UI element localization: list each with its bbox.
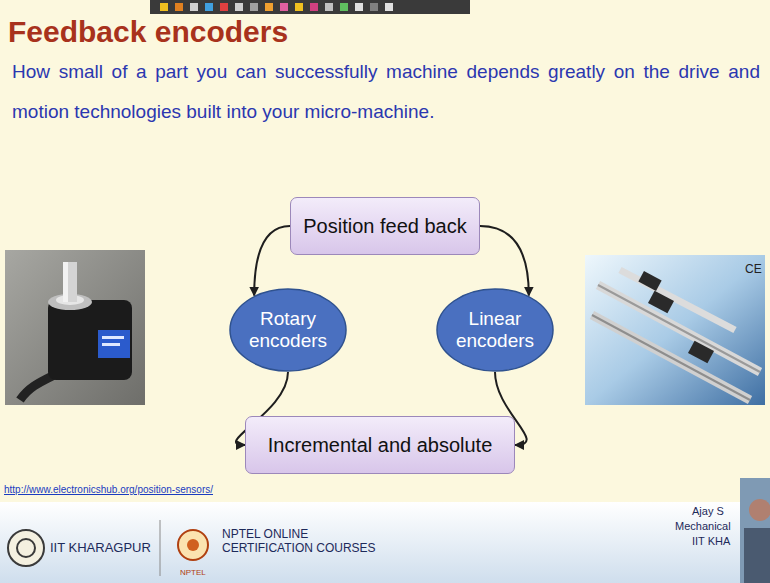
- rotary-encoder-photo-part: [5, 250, 145, 405]
- presenter-inst: IIT KHA: [692, 535, 730, 547]
- toolbar-part: [220, 3, 228, 11]
- body-text: How small of a part you can successfully…: [12, 52, 760, 132]
- linear-encoder-photo-part: [620, 270, 735, 330]
- ellipse-node: Linear encoders: [436, 288, 554, 372]
- toolbar-part: [175, 3, 183, 11]
- rotary-encoder-photo-part: [48, 300, 132, 380]
- toolbar-part: [355, 3, 363, 11]
- presenter-video-part: [749, 499, 770, 521]
- footer-bar-part: [0, 502, 770, 583]
- ellipse-node: Rotary encoders: [229, 288, 347, 372]
- footer-bar-part: [187, 539, 199, 551]
- ce-mark: CE: [745, 262, 762, 276]
- node-text-group: Linear encoders: [455, 308, 536, 352]
- curved-arrow: [254, 226, 290, 296]
- node-text-group: Position feed back: [303, 214, 466, 238]
- linear-encoder-photo-part: [648, 291, 674, 314]
- presenter-name: Ajay S: [692, 505, 724, 517]
- footer-bar-part: [178, 530, 208, 560]
- process-box: Position feed back: [290, 197, 480, 255]
- node-text-group: Rotary encoders: [248, 308, 329, 352]
- toolbar-part: [190, 3, 198, 11]
- ellipse-shape: [230, 289, 346, 371]
- node-label: Incremental and absolute: [268, 433, 493, 457]
- institute-name: IIT KHARAGPUR: [50, 540, 151, 555]
- source-url: http://www.electronicshub.org/position-s…: [4, 484, 213, 495]
- toolbar-part: [310, 3, 318, 11]
- toolbar-part: [235, 3, 243, 11]
- rotary-encoder-photo-part: [98, 330, 130, 358]
- slide-title: Feedback encoders: [8, 12, 288, 52]
- toolbar-part: [150, 0, 470, 14]
- rotary-encoder-photo-part: [102, 336, 124, 339]
- course-banner: NPTEL ONLINE CERTIFICATION COURSES: [222, 527, 387, 555]
- node-label: Position feed back: [303, 214, 466, 238]
- toolbar-part: [205, 3, 213, 11]
- linear-encoder-photo: [585, 255, 765, 405]
- footer-bar: [0, 502, 770, 583]
- toolbar-part: [325, 3, 333, 11]
- footer-bar-part: [160, 520, 161, 576]
- curved-arrow: [480, 226, 529, 296]
- ellipse-shape: [437, 289, 553, 371]
- footer-bar-part: [8, 530, 44, 566]
- process-box: Incremental and absolute: [245, 416, 515, 474]
- linear-encoder-photo-part: [585, 255, 765, 405]
- toolbar: [150, 0, 470, 14]
- toolbar-part: [265, 3, 273, 11]
- presenter-video-part: [740, 478, 770, 583]
- toolbar-part: [250, 3, 258, 11]
- toolbar-part: [340, 3, 348, 11]
- linear-encoder-photo-part: [638, 271, 661, 291]
- linear-encoder-photo-part: [688, 341, 714, 364]
- node-label: Linear encoders: [455, 308, 536, 352]
- node-label: Rotary encoders: [248, 308, 329, 352]
- toolbar-part: [160, 3, 168, 11]
- rotary-encoder-photo-part: [63, 262, 77, 302]
- rotary-encoder-photo-part: [63, 262, 68, 302]
- toolbar-part: [370, 3, 378, 11]
- toolbar-part: [295, 3, 303, 11]
- presenter-dept: Mechanical: [675, 520, 731, 532]
- toolbar-part: [280, 3, 288, 11]
- nptel-logo-text: NPTEL: [180, 568, 206, 577]
- presenter-video: [740, 478, 770, 583]
- footer-bar-part: [17, 539, 35, 557]
- rotary-encoder-photo-part: [102, 343, 120, 346]
- node-text-group: Incremental and absolute: [268, 433, 493, 457]
- toolbar-part: [385, 3, 393, 11]
- rotary-encoder-photo: [5, 250, 145, 405]
- presenter-video-part: [744, 528, 770, 583]
